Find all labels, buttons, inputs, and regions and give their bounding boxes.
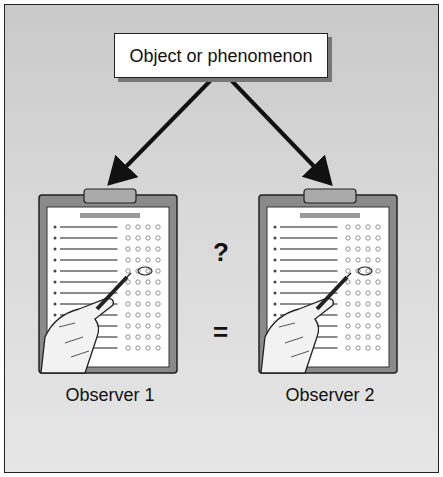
observer-label: Observer 2 <box>255 385 405 406</box>
diagram-frame: Object or phenomenonObserver 1 Observer 2… <box>4 4 439 473</box>
box-text: Object or phenomenon <box>115 34 327 67</box>
arrow-connector <box>110 80 211 183</box>
clipboard-illustration <box>255 187 405 377</box>
observer-clipboard: Observer 1 <box>35 187 185 377</box>
object-box: Object or phenomenon <box>114 33 328 78</box>
comparison-symbol: = <box>213 317 228 348</box>
clipboard-illustration <box>35 187 185 377</box>
comparison-symbol: ? <box>213 237 229 268</box>
arrow-connector <box>231 80 330 183</box>
observer-clipboard: Observer 2 <box>255 187 405 377</box>
observer-label: Observer 1 <box>35 385 185 406</box>
